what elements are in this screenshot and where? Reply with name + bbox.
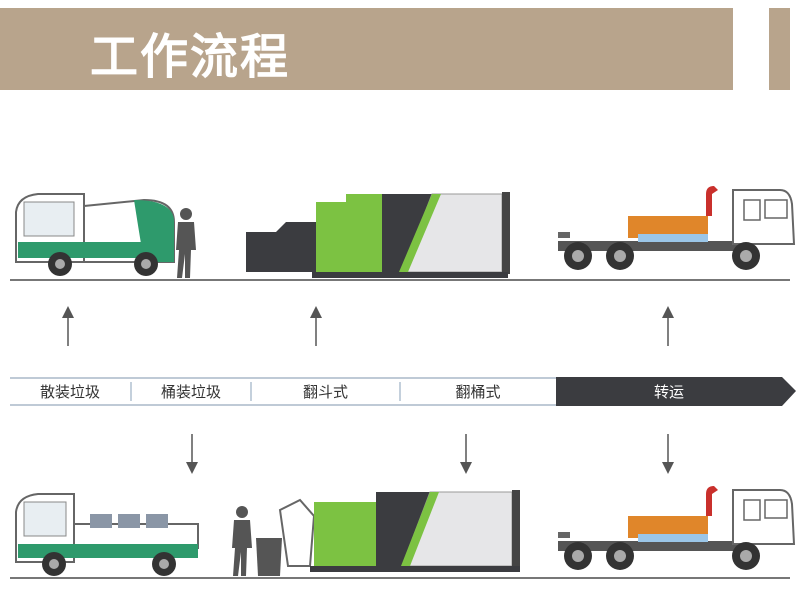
header-band: 工作流程: [0, 8, 733, 90]
electric-collection-cart-icon: [15, 193, 175, 276]
bin-carrier-cart-icon: [15, 493, 199, 576]
flow-step-bulk-waste: 散装垃圾: [39, 383, 100, 401]
worker-icon: [232, 506, 252, 576]
hook-lift-truck-icon: [557, 485, 795, 571]
hopper-compactor-icon: [246, 192, 510, 278]
flow-step-tipper: 翻斗式: [302, 383, 348, 401]
header-accent-bar: [769, 8, 790, 90]
flow-step-bin-tipper: 翻桶式: [455, 383, 501, 401]
bin-tipper-compactor-icon: [278, 490, 520, 572]
page-title: 工作流程: [90, 29, 291, 85]
waste-bin-icon: [256, 538, 282, 576]
flow-step-transfer: 转运: [653, 383, 684, 401]
worker-icon: [176, 208, 196, 278]
flow-active-step: [556, 377, 796, 406]
flow-step-bin-waste: 桶装垃圾: [160, 383, 221, 401]
hook-lift-truck-icon: [557, 185, 795, 271]
flow-step-bar: 散装垃圾 桶装垃圾 翻斗式 翻桶式 转运: [10, 378, 796, 406]
